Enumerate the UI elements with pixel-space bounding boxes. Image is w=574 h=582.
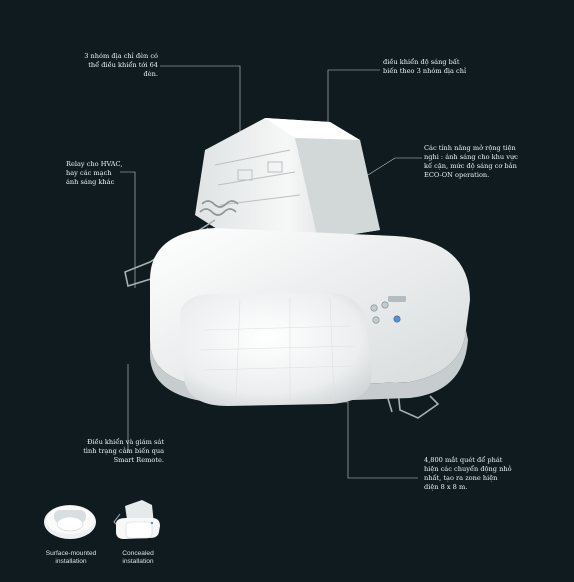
caption-surface-mounted: Surface-mounted installation [45, 550, 97, 565]
caption-concealed: Concealed installation [122, 550, 154, 565]
callout-relay: Relay cho HVAC, hay các mạch ánh sáng kh… [66, 160, 123, 186]
callout-dimming: 3 nhóm địa chỉ đèn có thể điều khiển tới… [84, 52, 158, 78]
callout-remote: Điều khiển và giám sát tình trạng cảm bi… [83, 438, 164, 464]
callout-extensions: Các tính năng mở rộng tiện nghi : ánh sá… [424, 144, 518, 179]
callout-detection: 4,800 mắt quét để phát hiện các chuyển đ… [424, 456, 512, 491]
surface-mounted-detector-icon [44, 505, 96, 539]
concealed-detector-icon [113, 500, 160, 539]
callout-constant-light: điều khiển độ sáng bất biến theo 3 nhóm … [383, 58, 467, 75]
